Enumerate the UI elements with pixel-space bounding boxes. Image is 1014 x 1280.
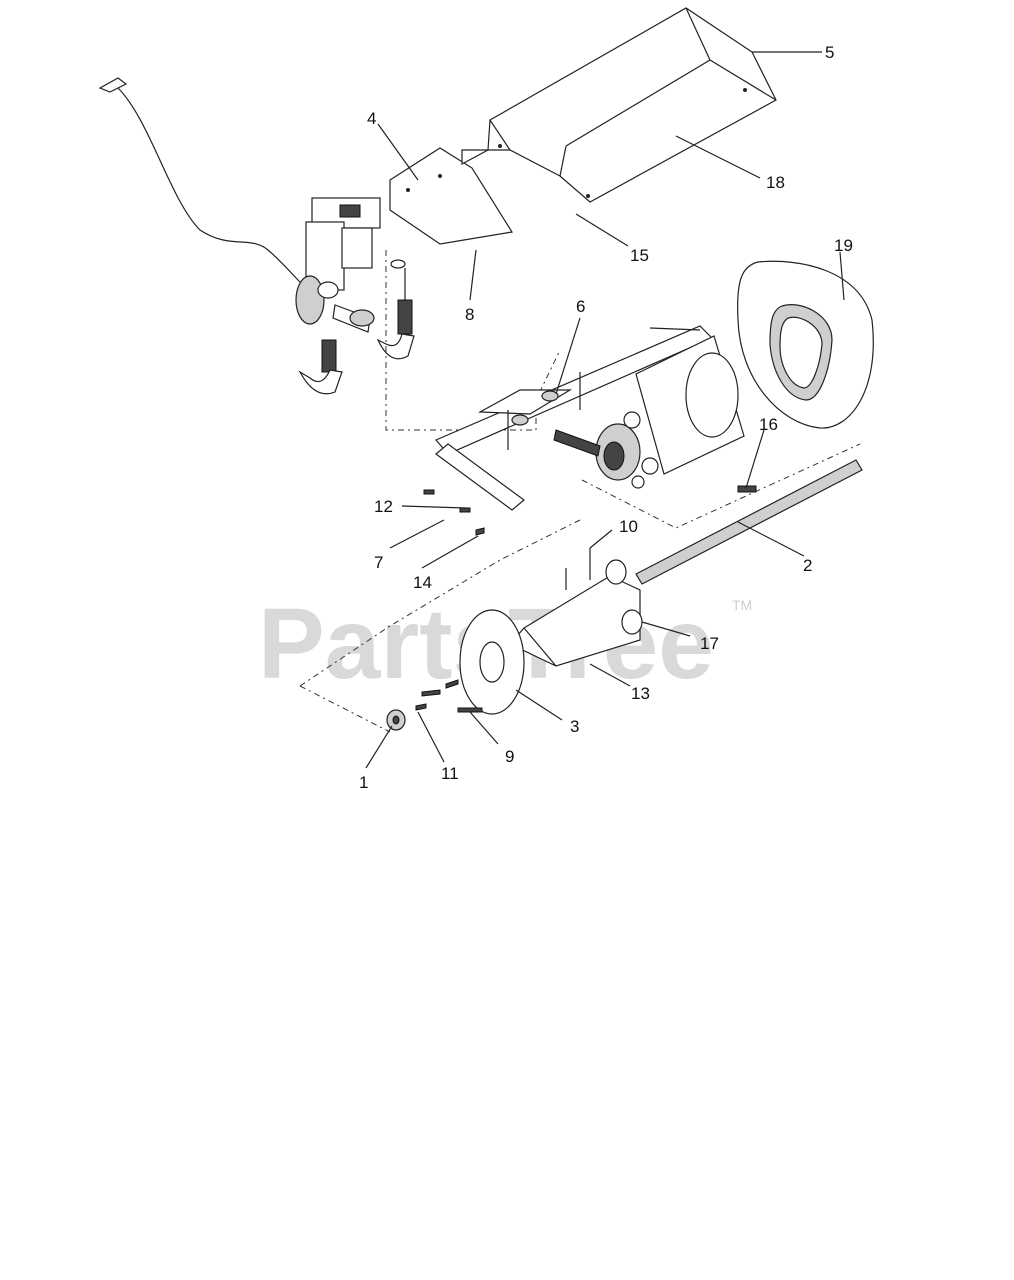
phantom-line-hub-lower [299,685,391,733]
callout-19: 19 [834,236,853,255]
belt-guard [737,260,874,429]
callout-9: 9 [505,747,514,766]
callout-7: 7 [374,553,383,572]
leader-lines [365,51,845,769]
callout-13: 13 [631,684,650,703]
callout-6: 6 [576,297,585,316]
callout-16: 16 [759,415,778,434]
callout-11: 11 [441,764,459,783]
control-cable [98,77,301,283]
phantom-line-tines [581,443,861,529]
callout-15: 15 [630,246,649,265]
callout-12: 12 [374,497,393,516]
pin [737,485,757,493]
disc [459,609,525,715]
tine-drive-assembly [553,335,745,489]
callout-5: 5 [825,43,834,62]
phantom-line-motor [385,250,561,431]
callout-4: 4 [367,109,376,128]
callout-8: 8 [465,305,474,324]
callout-10: 10 [619,517,638,536]
axle-shaft [635,459,863,585]
watermark-trademark: TM [732,597,752,613]
callout-17: 17 [700,634,719,653]
side-plate [389,147,513,245]
hub-bracket [509,548,643,667]
callout-3: 3 [570,717,579,736]
callout-18: 18 [766,173,785,192]
callout-1: 1 [359,773,368,792]
motor-assembly [295,197,415,395]
shield-cover [461,7,777,203]
callout-2: 2 [803,556,812,575]
hardware [386,489,485,731]
callout-14: 14 [413,573,432,592]
